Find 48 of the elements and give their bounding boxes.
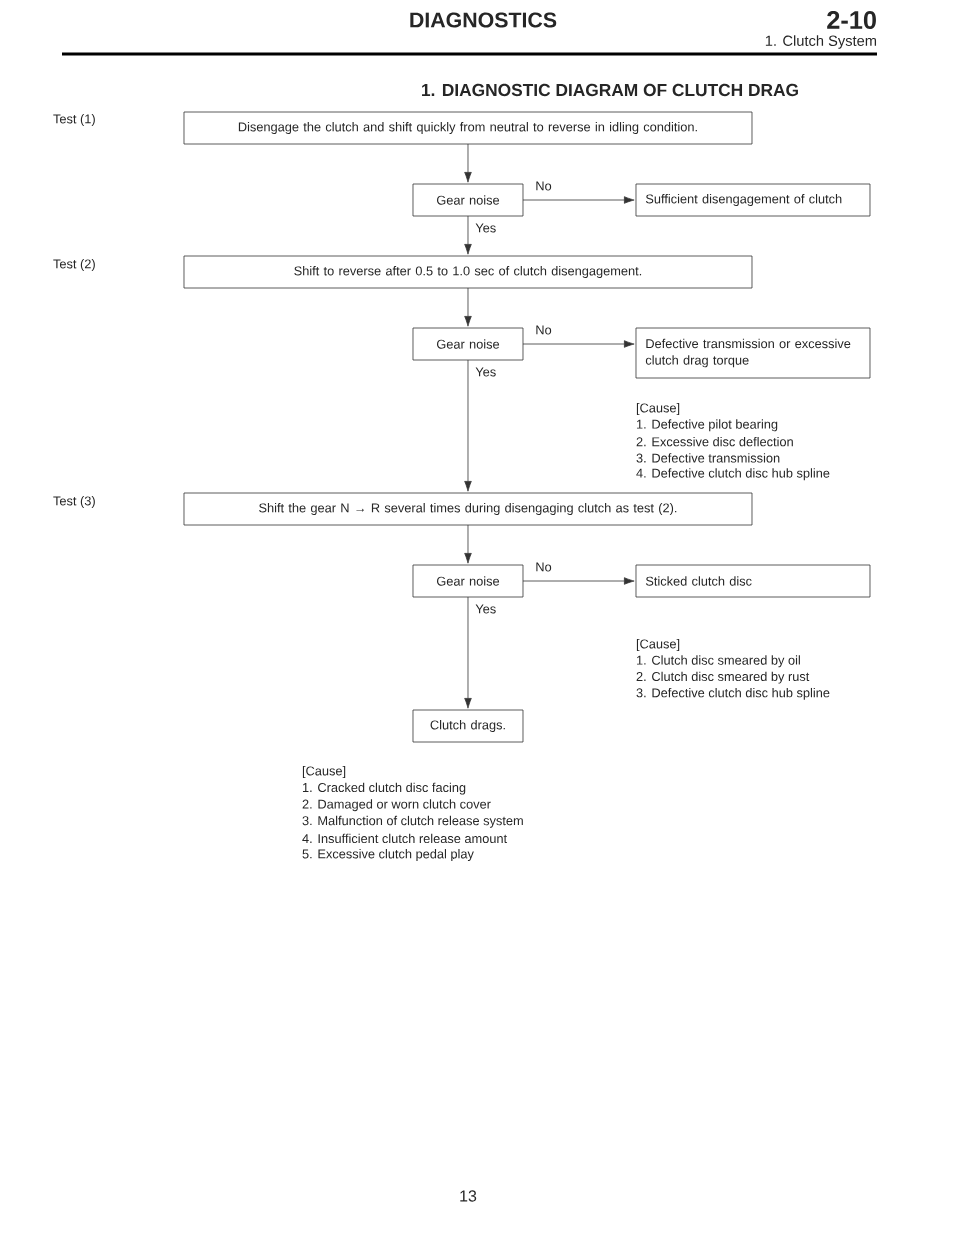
edge-label: Yes	[474, 366, 498, 378]
result-box: Sticked clutch disc	[635, 564, 871, 598]
cause-list: 4. Insufficient clutch release amount	[302, 833, 508, 844]
cause-list: 2. Clutch disc smeared by rust	[636, 671, 810, 684]
header-title: DIAGNOSTICS	[410, 12, 557, 28]
cause-list: 3. Malfunction of clutch release system	[302, 815, 523, 828]
cause-list: [Cause]	[636, 639, 680, 651]
test-label: Test (1)	[53, 114, 95, 126]
cause-list: 1. Defective pilot bearing	[637, 419, 778, 432]
cause-list: [Cause]	[636, 403, 680, 415]
result-box: Sufficient disengagement of clutch	[635, 183, 871, 217]
edge-label: No	[534, 180, 554, 192]
arrow	[522, 577, 635, 585]
edge-label: No	[534, 561, 554, 573]
condition-box: Clutch drags.	[412, 709, 524, 743]
arrow	[464, 287, 472, 327]
arrow	[464, 215, 472, 255]
edge-label: Yes	[474, 603, 498, 615]
arrow	[522, 340, 635, 348]
diagram-title: 1. DIAGNOSTIC DIAGRAM OF CLUTCH DRAG	[422, 83, 798, 97]
condition-box: Gear noise	[412, 564, 524, 598]
test-box: Disengage the clutch and shift quickly from neutral to reverse in idling condition.	[183, 111, 753, 145]
test-box: Shift to reverse after 0.5 to 1.0 sec of clutch disengagement.	[183, 255, 753, 289]
test-label: Test (3)	[53, 496, 95, 508]
cause-list: 1. Clutch disc smeared by oil	[637, 655, 800, 668]
test-box: Shift the gear N → R several times during disengaging clutch as test (2).	[183, 492, 753, 526]
cause-list: 2. Excessive disc deflection	[636, 436, 793, 447]
section-name: 1. Clutch System	[765, 35, 876, 49]
cause-list: 3. Defective clutch disc hub spline	[636, 687, 830, 700]
page-number: 13	[460, 1190, 477, 1202]
section-number: 2-10	[827, 11, 876, 29]
cause-list: 2. Damaged or worn clutch cover	[302, 799, 491, 812]
arrow	[464, 524, 472, 564]
cause-list: 5. Excessive clutch pedal play	[302, 849, 474, 861]
cause-list: 1. Cracked clutch disc facing	[303, 782, 466, 795]
arrow	[464, 359, 472, 492]
edge-label: Yes	[474, 222, 498, 234]
arrow	[464, 596, 472, 709]
cause-list: 4. Defective clutch disc hub spline	[636, 468, 830, 481]
result-box: Defective transmission or excessive clutch drag torque	[635, 327, 871, 379]
condition-box: Gear noise	[412, 183, 524, 217]
cause-list: 3. Defective transmission	[636, 453, 780, 463]
cause-list: [Cause]	[302, 766, 346, 778]
condition-box: Gear noise	[412, 327, 524, 361]
edge-label: No	[534, 324, 554, 336]
arrow	[464, 143, 472, 183]
arrow	[522, 196, 635, 204]
test-label: Test (2)	[53, 259, 95, 271]
